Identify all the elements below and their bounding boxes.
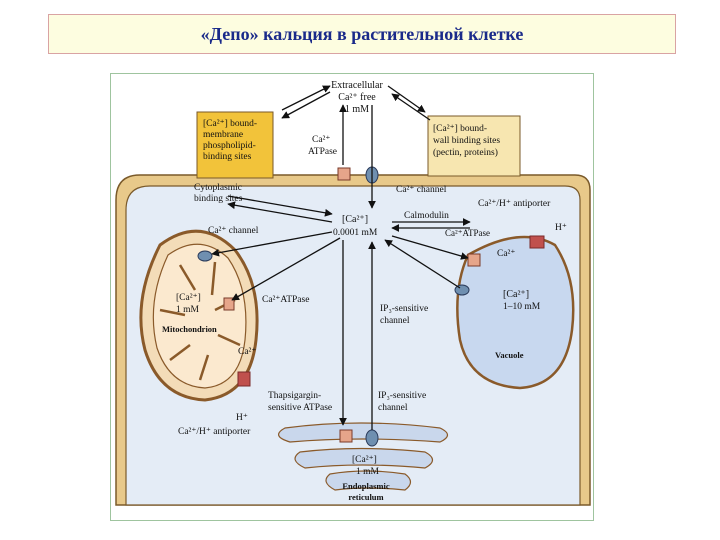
label-vacuole: Vacuole — [495, 350, 524, 360]
label-1mm-top: 1 mM — [345, 104, 369, 115]
label-cyto-binding-1: Cytoplasmic — [194, 183, 242, 193]
label-ip3-vac-1: IP₃-sensitive — [380, 304, 428, 314]
label-antiporter-vac: Ca²⁺/H⁺ antiporter — [478, 199, 551, 209]
endoplasmic-reticulum — [278, 422, 449, 491]
label-pm-channel: Ca²⁺ channel — [396, 185, 447, 195]
label-ca-vac: Ca²⁺ — [497, 249, 515, 259]
label-extracellular: Extracellular — [331, 80, 383, 91]
label-mitochondrion: Mitochondrion — [162, 324, 217, 334]
mitochondrion — [139, 229, 259, 402]
label-er-1: Endoplasmic — [342, 481, 389, 491]
vac-antiporter-marker — [529, 235, 545, 249]
title-box: «Депо» кальция в растительной клетке — [48, 14, 676, 54]
label-thaps-2: sensitive ATPase — [268, 403, 332, 413]
pm-atpase-marker — [337, 167, 351, 181]
label-mito-conc-2: 1 mM — [176, 305, 200, 315]
label-ca-mito: Ca²⁺ — [238, 347, 256, 357]
label-antiporter-mito: Ca²⁺/H⁺ antiporter — [178, 427, 251, 437]
label-pm-atpase-2: ATPase — [308, 147, 337, 157]
mito-antiporter-marker — [237, 371, 251, 387]
page-title: «Депо» кальция в растительной клетке — [200, 23, 524, 44]
label-cyto-conc-2: 0.0001 mM — [333, 228, 378, 238]
label-wall-1: [Ca²⁺] bound- — [433, 124, 487, 134]
label-mito-atpase: Ca²⁺ATPase — [262, 295, 309, 305]
label-ip3-er-1: IP₃-sensitive — [378, 391, 426, 401]
er-atpase-marker — [339, 429, 353, 443]
label-membrane-3: phospholipid- — [203, 141, 256, 151]
membrane-binding-callout — [196, 111, 274, 179]
mito-atpase-marker — [223, 297, 235, 311]
label-vac-conc-2: 1–10 mM — [503, 302, 541, 312]
label-wall-2: wall binding sites — [433, 136, 500, 146]
label-ip3-er-2: channel — [378, 403, 408, 413]
wall-binding-callout — [427, 115, 521, 177]
label-vac-atpase: Ca²⁺ATPase — [445, 228, 490, 238]
vacuole — [456, 235, 575, 390]
label-cyto-conc-1: [Ca²⁺] — [342, 214, 368, 225]
label-pm-atpase-1: Ca²⁺ — [312, 135, 330, 145]
mito-channel-marker — [197, 250, 213, 262]
er-ip3-marker — [365, 429, 379, 447]
label-thaps-1: Thapsigargin- — [268, 391, 321, 401]
flux-arrows — [211, 85, 471, 430]
label-membrane-1: [Ca²⁺] bound- — [203, 119, 257, 129]
label-membrane-4: binding sites — [203, 152, 252, 162]
label-calmodulin: Calmodulin — [404, 211, 449, 221]
label-er-conc-1: [Ca²⁺] — [352, 455, 377, 465]
label-membrane-2: membrane — [203, 130, 243, 140]
label-er-conc-2: 1 mM — [356, 467, 380, 477]
label-wall-3: (pectin, proteins) — [433, 147, 498, 158]
label-mito-channel: Ca²⁺ channel — [208, 226, 259, 236]
label-ca-free: Ca²⁺ free — [338, 92, 376, 103]
label-h-mito: H⁺ — [236, 413, 248, 423]
label-ip3-vac-2: channel — [380, 316, 410, 326]
label-h-vac: H⁺ — [555, 223, 567, 233]
label-vac-conc-1: [Ca²⁺] — [503, 289, 529, 300]
vac-atpase-marker — [467, 253, 481, 267]
label-cyto-binding-2: binding sites — [194, 194, 243, 204]
label-er-2: reticulum — [348, 492, 383, 502]
label-mito-conc-1: [Ca²⁺] — [176, 293, 201, 303]
